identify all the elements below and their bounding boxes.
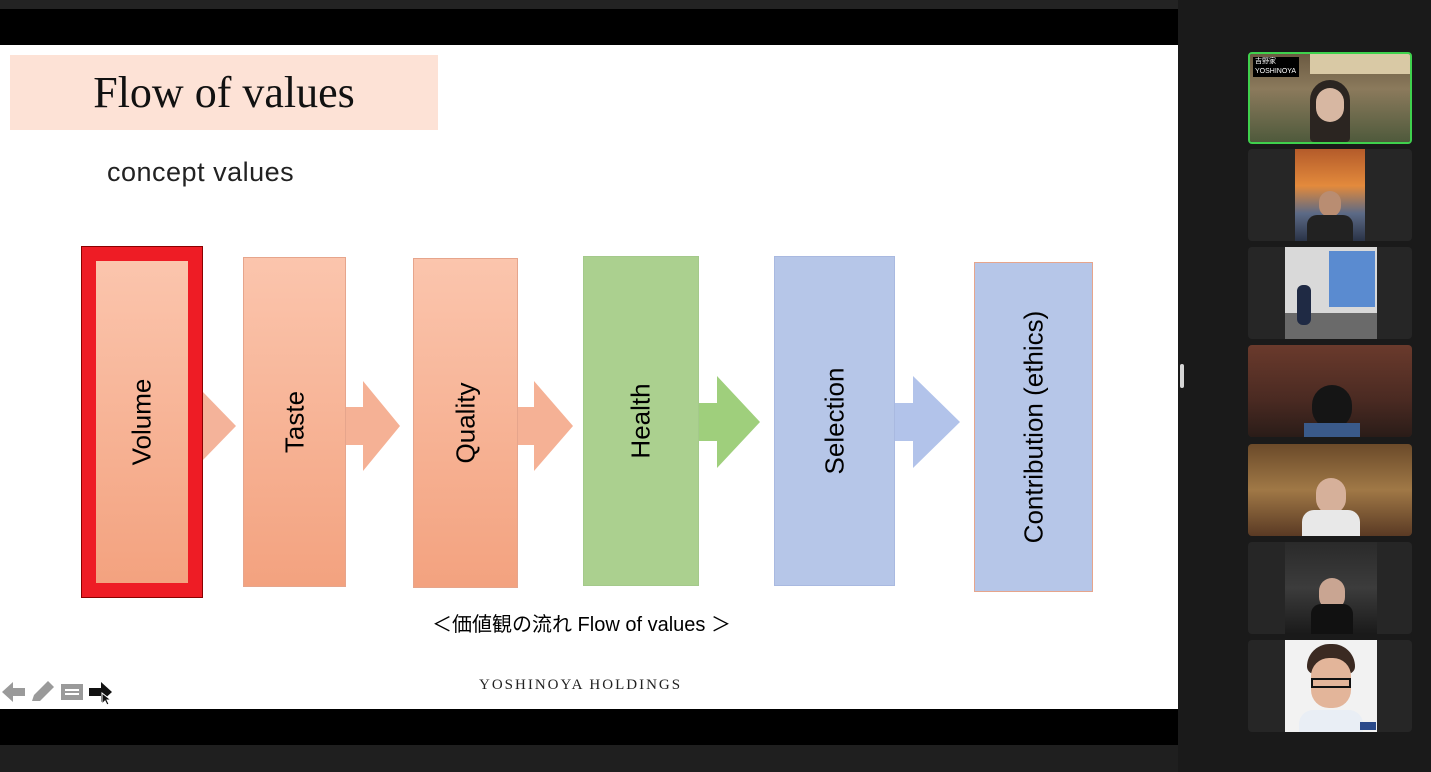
pen-icon[interactable] [30,681,56,703]
flow-box-taste: Taste [243,257,346,587]
flow-arrow [697,376,760,468]
slide-title-box: Flow of values [10,55,438,130]
flow-arrow [516,381,573,471]
presentation-slide: Flow of values concept values Volume Tas… [0,45,1178,709]
slide-footer: YOSHINOYA HOLDINGS [479,677,683,693]
participant-tile[interactable] [1248,444,1412,536]
participant-tile[interactable] [1248,149,1412,241]
flow-box-label: Taste [279,390,309,454]
back-arrow-icon[interactable] [2,681,26,703]
flow-box-health: Health [583,256,699,586]
flow-box-label: Selection [819,367,849,475]
flow-box-volume: Volume [81,246,203,598]
resize-handle[interactable] [1180,364,1184,388]
window-top-strip [0,0,1178,9]
flow-box-contribution: Contribution (ethics) [974,262,1093,592]
forward-arrow-icon[interactable] [88,681,114,705]
flow-box-selection: Selection [774,256,895,586]
participant-tile[interactable] [1248,542,1412,634]
participant-tile[interactable] [1248,640,1412,732]
flow-box-quality: Quality [413,258,518,588]
flow-box-label: Volume [126,378,157,466]
flow-arrow [202,391,236,461]
slide-subtitle: concept values [107,157,295,187]
flow-box-label: Quality [450,382,480,464]
flow-diagram: Volume Taste Quality Health Selection Co… [0,245,1178,605]
participant-tile[interactable] [1248,345,1412,437]
flow-arrow [345,381,400,471]
presenter-toolbar [0,679,120,705]
slide-caption: ＜価値観の流れ Flow of values ＞ [432,614,731,636]
participant-tile[interactable] [1248,247,1412,339]
notes-icon[interactable] [60,683,84,701]
flow-box-label: Health [625,383,656,459]
flow-box-label: Contribution (ethics) [1018,310,1048,544]
participant-badge [1360,722,1376,730]
window-bottom-strip [0,745,1178,772]
flow-arrow [893,376,960,468]
slide-title: Flow of values [93,68,355,117]
